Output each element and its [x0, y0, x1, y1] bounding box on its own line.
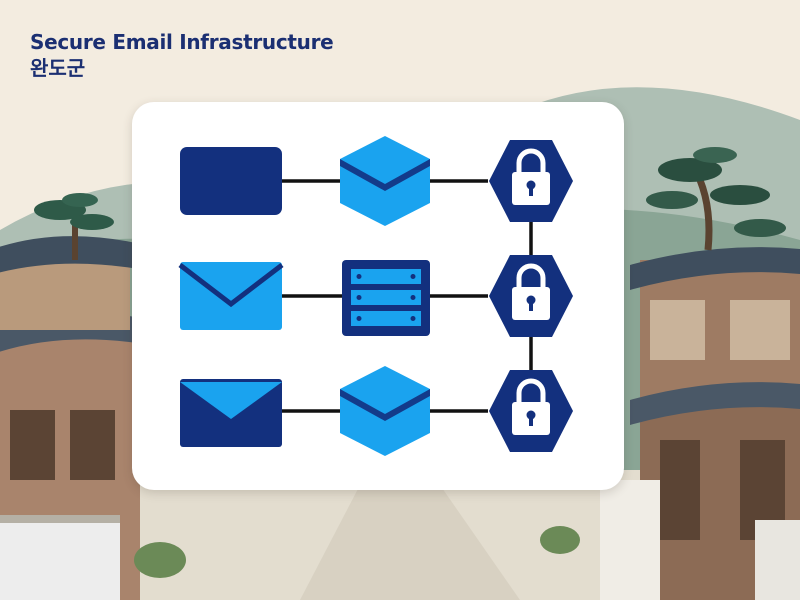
connectors	[282, 179, 533, 413]
envelope-icon	[180, 379, 282, 447]
shrub	[134, 542, 186, 578]
right-hanok-houses	[600, 247, 800, 600]
server-rack-icon	[342, 260, 430, 336]
open-envelope-hexagon-icon	[340, 366, 430, 456]
padlock-hexagon-icon	[489, 255, 573, 337]
padlock-hexagon-icon	[489, 370, 573, 452]
right-pine-tree	[646, 147, 786, 251]
left-hanok-houses	[0, 236, 150, 600]
open-envelope-hexagon-icon	[340, 136, 430, 226]
road	[300, 485, 520, 600]
page-subtitle: 완도군	[30, 56, 86, 80]
page-title: Secure Email Infrastructure	[30, 30, 334, 54]
envelope-icon	[178, 262, 284, 330]
inbox-block-icon	[180, 147, 282, 215]
shrub	[540, 526, 580, 554]
padlock-hexagon-icon	[489, 140, 573, 222]
left-pine-tree	[34, 193, 114, 260]
